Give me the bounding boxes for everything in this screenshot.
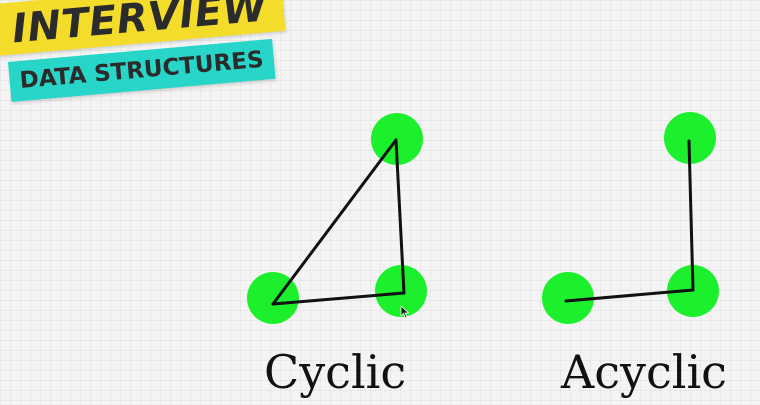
acyclic-edge-right-left [564, 288, 695, 303]
cyclic-edge-top-right [394, 138, 406, 295]
acyclic-edge-top-right [687, 139, 695, 292]
mouse-pointer-icon [400, 305, 410, 319]
cyclic-graph [247, 113, 427, 324]
acyclic-label: Acyclic [561, 345, 727, 399]
cyclic-edge-right-left [271, 291, 406, 306]
cyclic-label: Cyclic [264, 345, 407, 399]
acyclic-graph [542, 112, 719, 324]
cyclic-edge-left-top [271, 138, 398, 306]
acyclic-node-top [664, 112, 716, 164]
acyclic-node-left [542, 272, 594, 324]
cyclic-node-right [375, 265, 427, 317]
